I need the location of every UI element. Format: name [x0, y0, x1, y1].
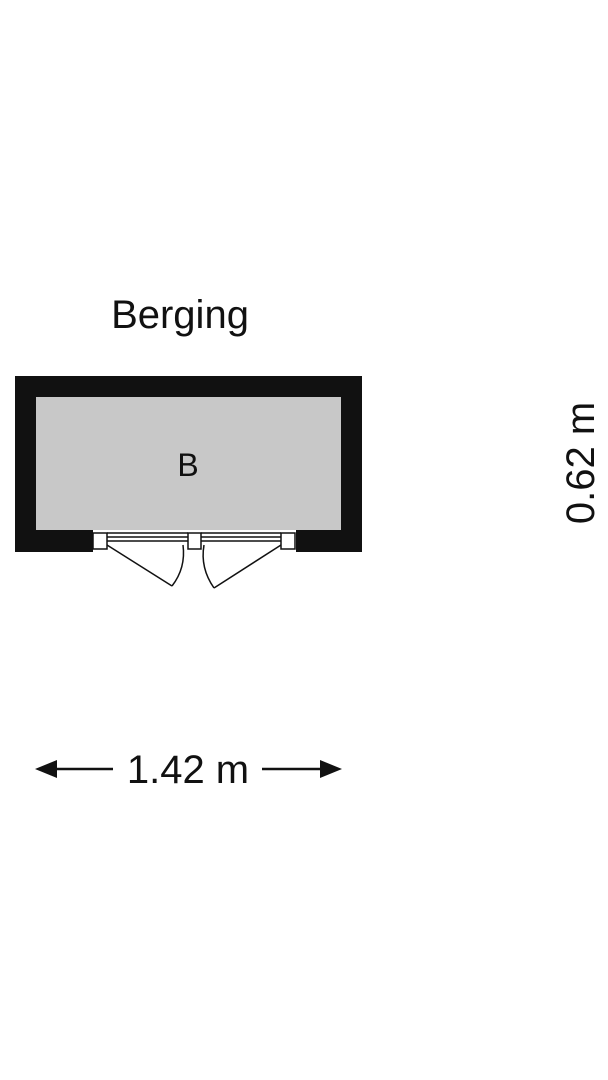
room-code: B	[177, 447, 198, 483]
width-arrow-right-head	[320, 760, 342, 778]
door-jamb-center	[187, 532, 202, 550]
right-door-swing-arc	[202, 544, 215, 589]
width-dimension-label: 1.42 m	[127, 748, 249, 792]
double-door-swing-icon	[92, 532, 296, 589]
double-headed-arrow-icon	[35, 760, 342, 778]
door-jamb-left	[92, 532, 108, 550]
depth-dimension-label: 0.62 m	[559, 402, 603, 524]
door-jamb-right	[280, 532, 296, 550]
left-door-leaf	[106, 544, 173, 587]
width-arrow-left-head	[35, 760, 57, 778]
room-floor	[36, 397, 341, 530]
room-title: Berging	[111, 293, 249, 337]
left-door-swing-arc	[171, 544, 185, 587]
right-door-leaf	[213, 544, 282, 589]
